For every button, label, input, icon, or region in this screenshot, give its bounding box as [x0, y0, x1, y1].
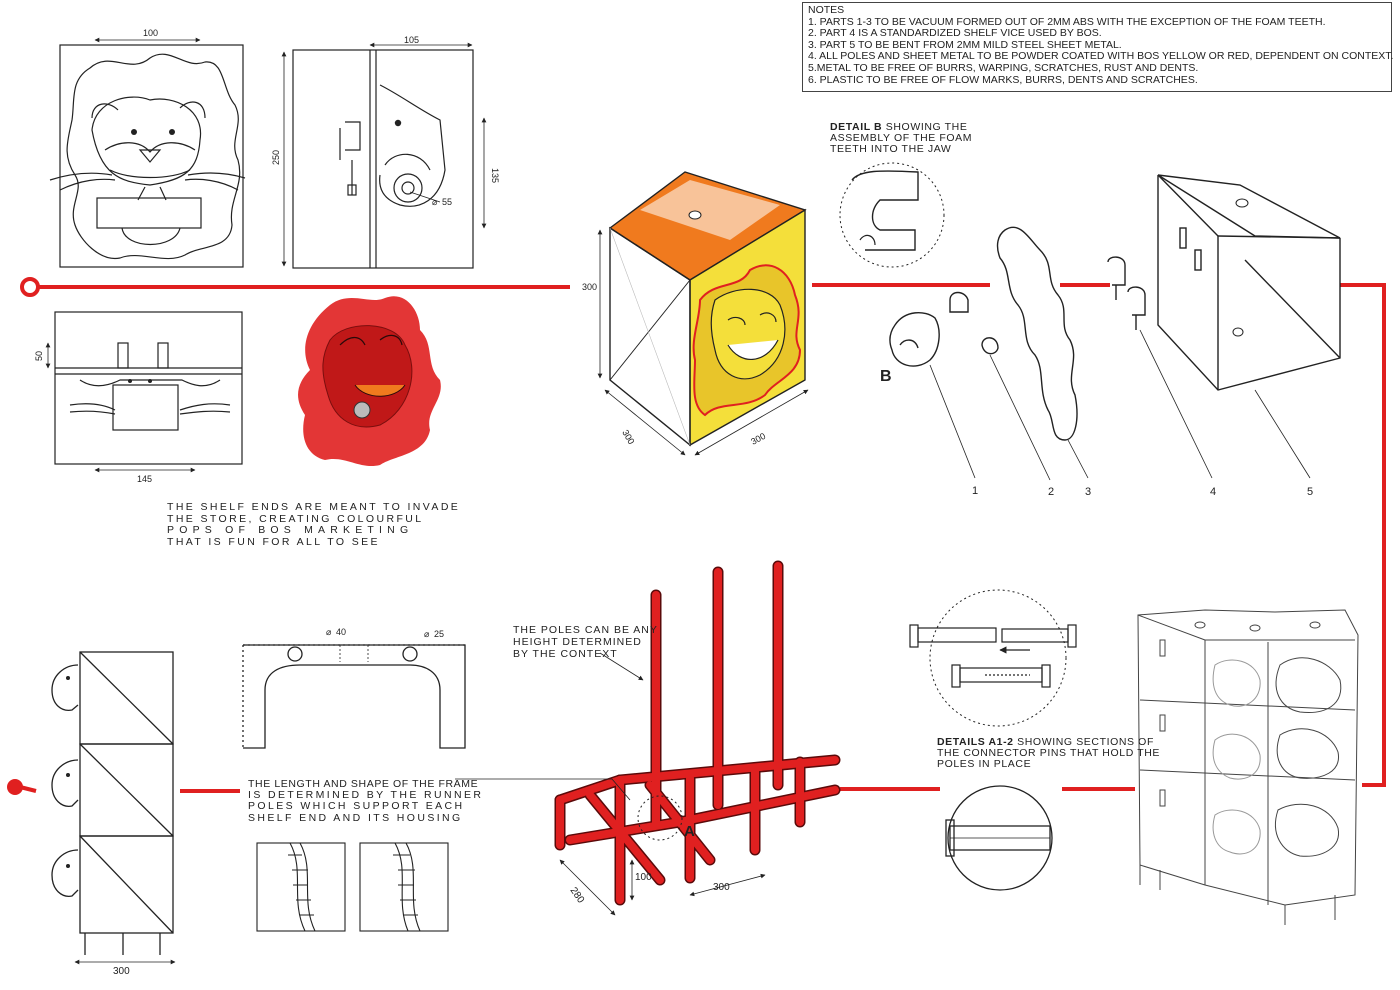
stack-side-view — [51, 651, 174, 955]
frame-leaders — [455, 652, 766, 916]
side-view-dims — [281, 42, 487, 267]
frame-caption-line2: IS DETERMINED BY THE RUNNER — [248, 789, 484, 802]
notes-line-3: 3. PART 5 TO BE BENT FROM 2mm MILD STEEL… — [808, 38, 1122, 51]
detail-b-caption-line2: ASSEMBLY OF THE FOAM — [830, 132, 973, 144]
part-3-mane — [996, 226, 1078, 441]
part-4-vice-b — [1127, 286, 1146, 316]
detail-a2-circle — [945, 785, 1053, 891]
shelf-ends-caption: THE SHELF ENDS ARE MEANT TO INVADE THE S… — [167, 501, 461, 548]
details-a-caption: DETAILS A1-2 SHOWING SECTIONS OF THE CON… — [937, 737, 1160, 770]
poles-caption-line1: THE POLES CAN BE ANY — [513, 624, 658, 636]
dim-side-dia-symbol: ⌀ — [432, 197, 438, 207]
exploded-parts — [889, 174, 1341, 441]
detail-a1-circle — [909, 589, 1077, 727]
part-number-2: 2 — [1048, 486, 1054, 498]
part-number-4: 4 — [1210, 486, 1216, 498]
details-a-caption-line2: THE CONNECTOR PINS THAT HOLD THE — [937, 747, 1161, 759]
detail-b-marker: B — [880, 368, 892, 385]
notes-line-6: 6. PLASTIC TO BE FREE OF FLOW MARKS, BUR… — [808, 73, 1198, 86]
dim-top-width-label: 145 — [137, 474, 152, 484]
frame-caption-line4: SHELF END AND ITS HOUSING — [248, 811, 463, 824]
frame-caption-line1: THE LENGTH AND SHAPE OF THE FRAME — [248, 778, 479, 790]
part-number-3: 3 — [1085, 486, 1091, 498]
dim-plate-d1-symbol: ⌀ — [326, 627, 332, 637]
dim-side-height-label: 250 — [271, 150, 281, 165]
notes-line-2: 2. PART 4 IS A STANDARDIZED SHELF VICE U… — [808, 27, 1102, 40]
poles-caption-line3: BY THE CONTEXT — [513, 648, 618, 660]
details-a-caption-bold: DETAILS A1-2 — [937, 736, 1014, 748]
dim-side-dia-label: 55 — [442, 197, 452, 207]
part-leaders — [929, 329, 1311, 481]
dim-side-top-label: 105 — [404, 35, 419, 45]
detail-a-marker: A — [684, 823, 695, 840]
dim-plate-d2-label: 25 — [434, 629, 444, 639]
top-view-dims — [45, 342, 196, 473]
red-lion-sketch — [298, 296, 441, 467]
dim-cube-d-label: 300 — [620, 428, 636, 446]
shelf-caption-line3: POPS OF BOS MARKETING — [167, 524, 414, 536]
shelf-unit-sketch — [1137, 609, 1359, 925]
shelf-caption-line1: THE SHELF ENDS ARE MEANT TO INVADE — [167, 501, 461, 513]
notes-line-1: 1. PARTS 1-3 TO BE VACUUM FORMED OUT OF … — [808, 15, 1326, 28]
detail-b-caption-bold: DETAIL B — [830, 121, 883, 133]
details-a-caption-line3: POLES IN PLACE — [937, 758, 1032, 770]
part-1-jaw — [889, 312, 940, 367]
notes-line-5: 5.METAL TO BE FREE OF BURRS, WARPING, SC… — [808, 61, 1199, 74]
part-number-5: 5 — [1307, 486, 1313, 498]
notes-line-4: 4. ALL POLES AND SHEET METAL TO BE POWDE… — [808, 50, 1394, 63]
detail-b-caption-line1: SHOWING THE — [882, 121, 968, 133]
part-2-teeth — [981, 337, 999, 355]
dim-stack-label: 300 — [113, 966, 130, 977]
notes-box: NOTES 1. PARTS 1-3 TO BE VACUUM FORMED O… — [802, 2, 1394, 92]
detail-a-circle — [637, 795, 683, 841]
dim-frame-h-label: 100 — [635, 872, 652, 883]
dim-plate-d1-label: 40 — [336, 627, 346, 637]
frame-caption-line3: POLES WHICH SUPPORT EACH — [248, 800, 465, 813]
cube-dims — [597, 229, 809, 456]
front-view-drawing — [49, 44, 246, 268]
top-view-drawing — [54, 311, 243, 465]
dim-plate-d2-symbol: ⌀ — [424, 629, 430, 639]
dim-frame-d-label: 280 — [568, 885, 587, 905]
poles-caption: THE POLES CAN BE ANY HEIGHT DETERMINED B… — [513, 624, 658, 660]
iso-cube — [608, 171, 807, 447]
frame-caption: THE LENGTH AND SHAPE OF THE FRAME IS DET… — [248, 778, 484, 824]
part-number-1: 1 — [972, 485, 978, 497]
detail-b-caption: DETAIL B SHOWING THE ASSEMBLY OF THE FOA… — [830, 122, 972, 155]
red-frame — [554, 560, 841, 906]
dim-cube-w-label: 300 — [749, 431, 767, 447]
red-path-line — [19, 283, 1386, 793]
poles-caption-line2: HEIGHT DETERMINED — [513, 636, 642, 648]
dim-frame-w-label: 300 — [713, 882, 730, 893]
part-1b-teeth — [949, 291, 969, 313]
dim-top-height-label: 50 — [34, 351, 44, 361]
notes-title: NOTES — [808, 4, 845, 16]
shelf-caption-line2: THE STORE, CREATING COLOURFUL — [167, 512, 424, 525]
dim-side-right-label: 135 — [490, 168, 500, 183]
dim-cube-h-label: 300 — [582, 282, 597, 292]
detail-b-caption-line3: TEETH INTO THE JAW — [830, 143, 952, 155]
detail-b-circle — [839, 162, 945, 268]
plate-drawing — [242, 644, 466, 749]
details-a-caption-line1: SHOWING SECTIONS OF — [1013, 736, 1154, 748]
end-node-filled — [7, 779, 23, 795]
part-4-vice-a — [1107, 256, 1126, 286]
dim-front-width-label: 100 — [143, 28, 158, 38]
start-node-hollow — [20, 277, 40, 297]
side-view-drawing — [292, 49, 474, 269]
shelf-caption-line4: THAT IS FUN FOR ALL TO SEE — [167, 535, 380, 548]
runner-sketches — [256, 842, 449, 932]
